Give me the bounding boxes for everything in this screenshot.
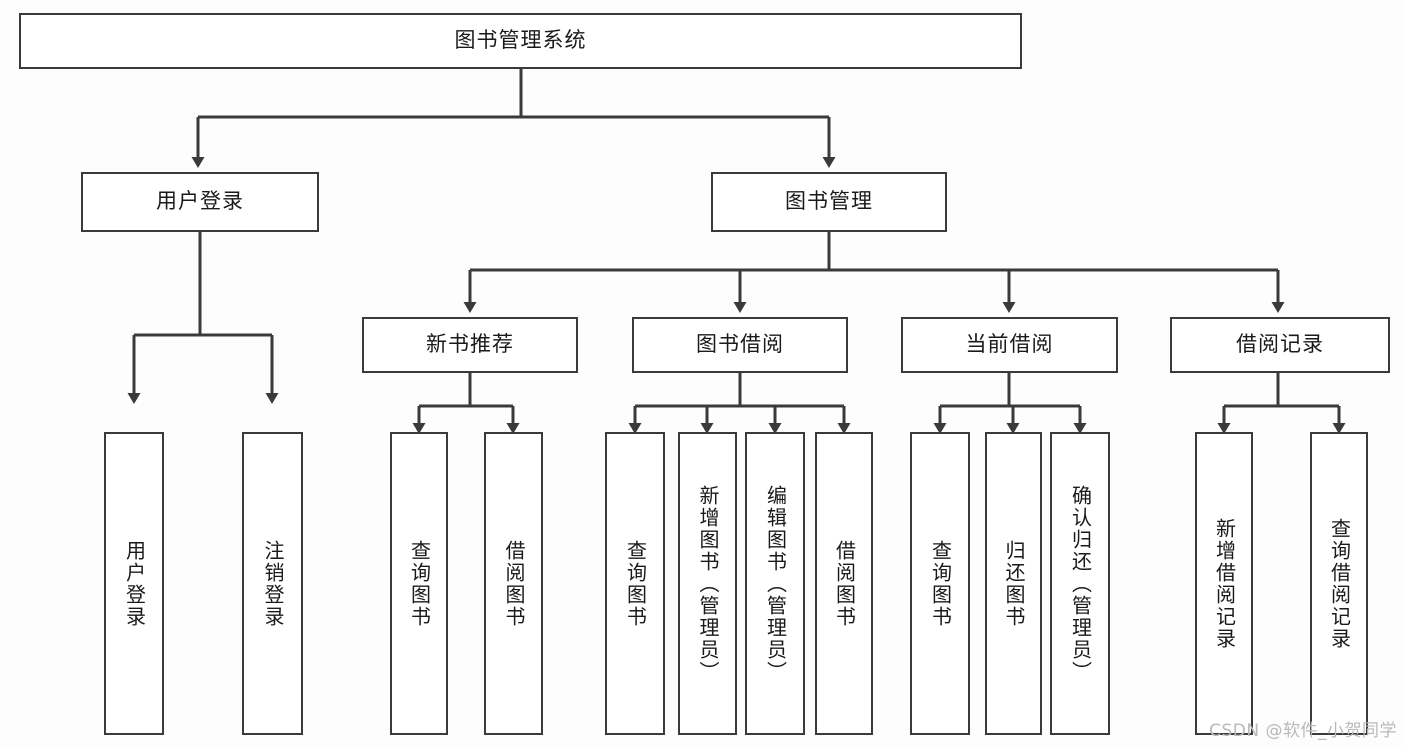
leaf-borrow-book-1[interactable]: 借阅图书 [484,432,543,735]
node-user-login-label: 用户登录 [156,189,244,214]
node-new-book-recommend[interactable]: 新书推荐 [362,317,578,373]
node-borrow-record[interactable]: 借阅记录 [1170,317,1390,373]
node-root-label: 图书管理系统 [454,28,587,53]
leaf-return-book[interactable]: 归还图书 [985,432,1042,735]
leaf-add-book-label: 新增图书（管理员） [696,484,720,683]
leaf-query-book-2[interactable]: 查询图书 [605,432,665,735]
leaf-add-record-label: 新增借阅记录 [1212,517,1237,650]
leaf-user-login-label: 用户登录 [122,539,147,628]
leaf-logout-login[interactable]: 注销登录 [242,432,303,735]
leaf-confirm-return[interactable]: 确认归还（管理员） [1050,432,1110,735]
leaf-add-record[interactable]: 新增借阅记录 [1195,432,1253,735]
node-current-borrow[interactable]: 当前借阅 [901,317,1118,373]
node-user-login[interactable]: 用户登录 [81,172,319,232]
leaf-borrow-book-2-label: 借阅图书 [832,539,857,628]
leaf-query-book-3[interactable]: 查询图书 [910,432,970,735]
node-root[interactable]: 图书管理系统 [19,13,1022,69]
leaf-user-login[interactable]: 用户登录 [104,432,164,735]
leaf-borrow-book-1-label: 借阅图书 [502,539,526,628]
node-book-manage-label: 图书管理 [785,189,873,214]
leaf-edit-book-label: 编辑图书（管理员） [763,484,788,683]
leaf-query-book-2-label: 查询图书 [623,539,648,628]
node-book-manage[interactable]: 图书管理 [711,172,947,232]
watermark-text: CSDN @软件_小贺同学 [1209,721,1397,741]
leaf-query-record[interactable]: 查询借阅记录 [1310,432,1368,735]
leaf-return-book-label: 归还图书 [1002,539,1026,628]
leaf-query-book-1-label: 查询图书 [407,539,432,628]
leaf-edit-book[interactable]: 编辑图书（管理员） [745,432,805,735]
leaf-borrow-book-2[interactable]: 借阅图书 [815,432,873,735]
node-borrow-record-label: 借阅记录 [1236,332,1324,357]
leaf-query-book-1[interactable]: 查询图书 [390,432,448,735]
leaf-query-book-3-label: 查询图书 [928,539,953,628]
node-book-borrow-label: 图书借阅 [696,332,784,357]
leaf-query-record-label: 查询借阅记录 [1327,517,1352,650]
leaf-add-book[interactable]: 新增图书（管理员） [678,432,737,735]
node-current-borrow-label: 当前借阅 [965,332,1054,357]
leaf-confirm-return-label: 确认归还（管理员） [1068,484,1093,683]
node-new-book-recommend-label: 新书推荐 [426,332,514,357]
node-book-borrow[interactable]: 图书借阅 [632,317,848,373]
leaf-logout-login-label: 注销登录 [261,539,285,628]
